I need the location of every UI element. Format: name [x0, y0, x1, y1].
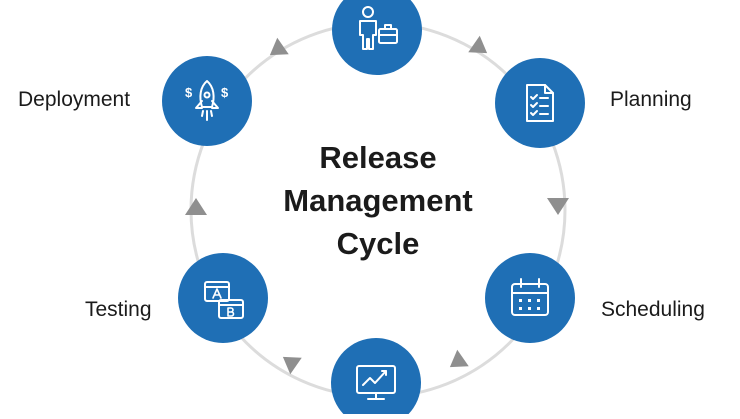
arrow-top-right: [468, 35, 488, 54]
stage-node-top: [332, 0, 422, 75]
stage-node-testing: [178, 253, 268, 343]
title-line-3: Cycle: [336, 226, 420, 261]
title-line-1: Release: [319, 140, 437, 175]
stage-label-scheduling: Scheduling: [601, 298, 705, 321]
stage-node-bottom: [331, 338, 421, 419]
monitor-chart-icon: [356, 365, 396, 400]
stage-node-deployment: $ $: [162, 56, 252, 146]
person-briefcase-icon: [359, 6, 398, 50]
diagram-title: Release Management Cycle: [250, 136, 506, 265]
node-circle: [331, 338, 421, 419]
stage-label-planning: Planning: [610, 88, 692, 111]
node-circle: [178, 253, 268, 343]
svg-text:$: $: [185, 85, 193, 100]
stage-label-deployment: Deployment: [18, 88, 131, 111]
rocket-dollar-icon: $ $: [185, 80, 229, 121]
arrow-bottom-left: [282, 356, 302, 375]
stage-node-planning: [495, 58, 585, 148]
calendar-icon: [511, 278, 549, 316]
arrow-right: [547, 198, 569, 215]
stage-node-scheduling: [485, 253, 575, 343]
arrow-top-left: [269, 37, 289, 56]
arrow-left: [185, 198, 207, 215]
title-line-2: Management: [283, 183, 473, 218]
stage-label-testing: Testing: [85, 298, 152, 321]
arrow-bottom-right: [449, 349, 469, 368]
node-circle: [485, 253, 575, 343]
node-circle: [332, 0, 422, 75]
svg-text:$: $: [221, 85, 229, 100]
node-circle: [162, 56, 252, 146]
node-circle: [495, 58, 585, 148]
checklist-document-icon: [526, 84, 554, 122]
ab-test-icon: [204, 281, 244, 319]
ring-arrows: [185, 35, 569, 375]
